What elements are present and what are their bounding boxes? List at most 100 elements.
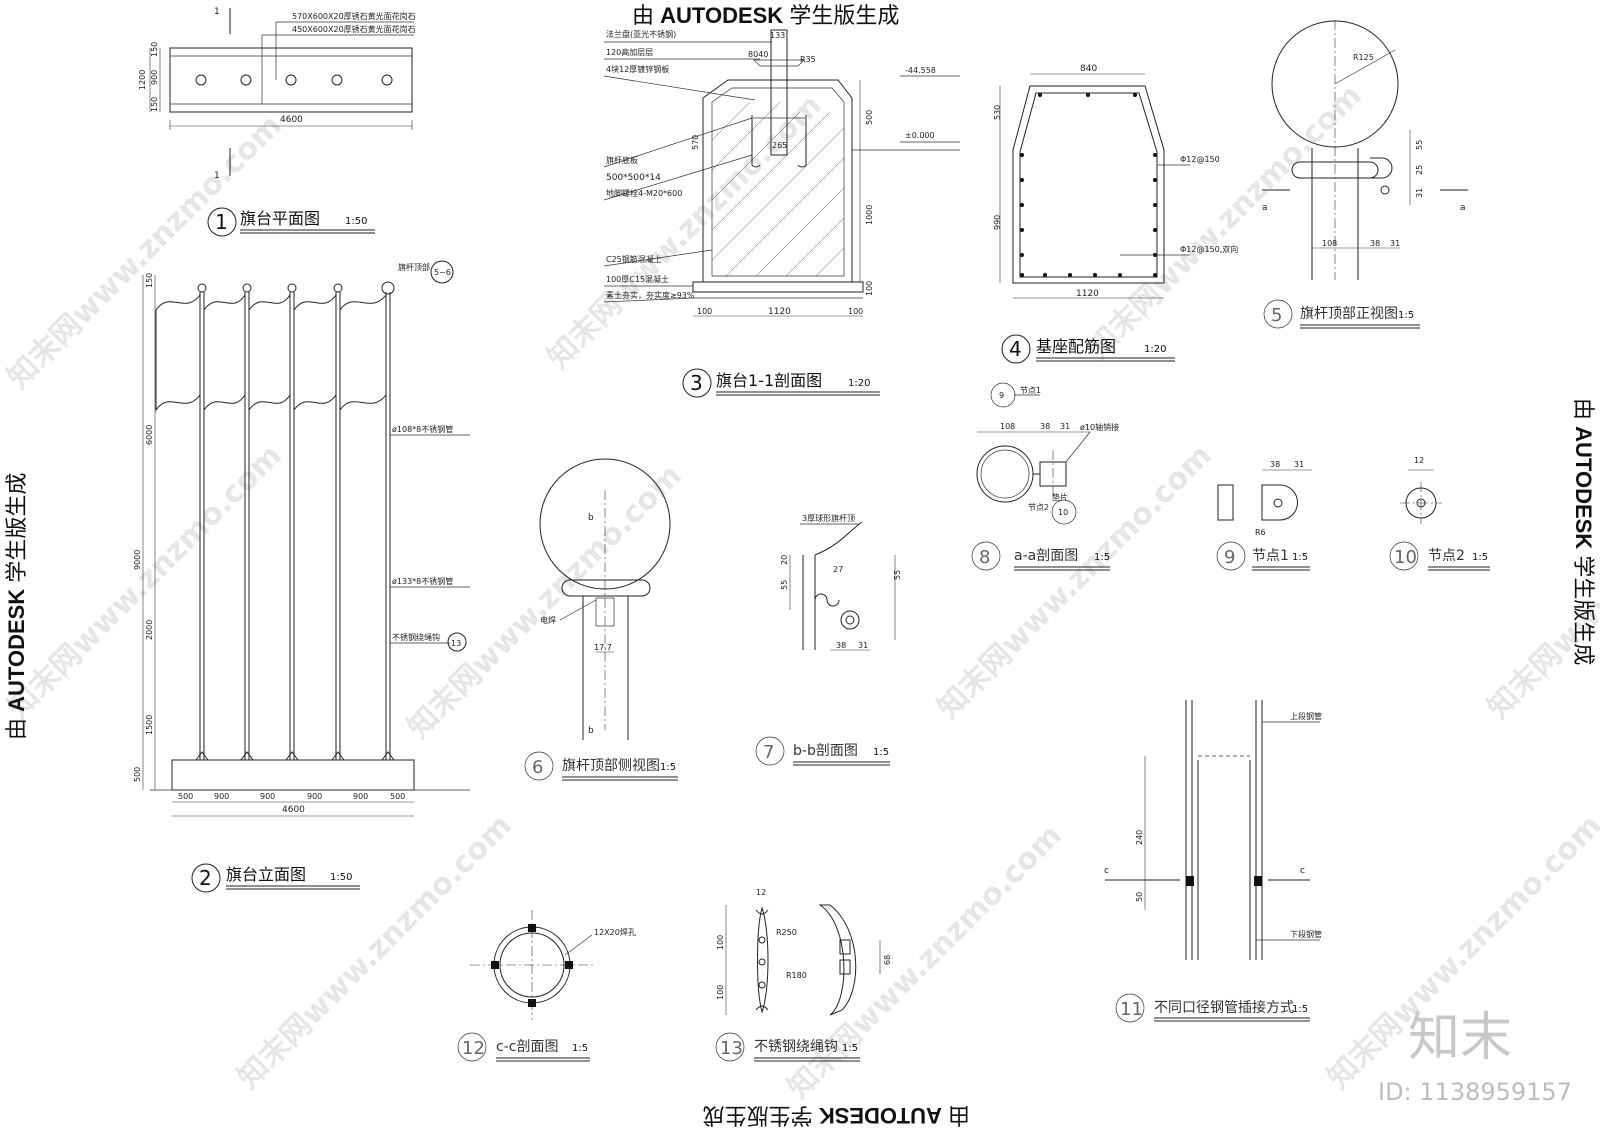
svg-text:900: 900	[353, 792, 368, 801]
autodesk-banner-top: 由 AUTODESK 学生版生成	[632, 3, 899, 28]
pole-hole	[331, 74, 343, 86]
svg-text:基座配筋图: 基座配筋图	[1036, 337, 1116, 356]
svg-text:265: 265	[772, 141, 787, 150]
svg-text:1120: 1120	[768, 307, 791, 317]
svg-text:节点2: 节点2	[1428, 548, 1465, 564]
node-2: 12	[1400, 456, 1442, 524]
svg-text:旗杆顶部侧视图: 旗杆顶部侧视图	[562, 758, 660, 774]
pipe-label-upper: ø108*8不锈钢管	[392, 424, 453, 434]
svg-text:31: 31	[1060, 422, 1070, 431]
svg-text:Φ12@150,双向: Φ12@150,双向	[1180, 244, 1238, 254]
svg-text:b-b剖面图: b-b剖面图	[793, 743, 858, 759]
svg-text:1:5: 1:5	[572, 1043, 588, 1054]
svg-text:840: 840	[1080, 64, 1097, 74]
svg-text:节点1: 节点1	[1020, 386, 1041, 395]
svg-text:13: 13	[720, 1038, 743, 1059]
svg-text:由 AUTODESK 学生版生成: 由 AUTODESK 学生版生成	[703, 1103, 970, 1128]
svg-text:900: 900	[307, 792, 322, 801]
svg-text:1: 1	[215, 210, 228, 234]
svg-text:530: 530	[993, 105, 1002, 120]
svg-text:11: 11	[1120, 999, 1143, 1020]
svg-text:5: 5	[1271, 305, 1282, 326]
flag-pole-base	[770, 29, 788, 156]
svg-text:10: 10	[1394, 547, 1417, 568]
title-2: 2 旗台立面图 1:50	[191, 863, 360, 893]
svg-text:1:50: 1:50	[330, 872, 352, 883]
svg-text:ø10轴销接: ø10轴销接	[1080, 422, 1119, 432]
svg-text:R6: R6	[1255, 528, 1266, 537]
svg-text:55: 55	[893, 570, 902, 580]
flag-set	[155, 293, 387, 412]
svg-text:C25钢筋混凝土: C25钢筋混凝土	[606, 254, 662, 264]
svg-text:500: 500	[133, 767, 142, 782]
ball-side-view: b b 电焊 17.7	[539, 458, 671, 740]
autodesk-banner-left: 由 AUTODESK 学生版生成	[4, 473, 29, 740]
elevation-view: ø108*8不锈钢管 ø133*8不锈钢管 不锈钢绕绳钩 13 旗杆顶部 5~6…	[133, 260, 470, 817]
pipe-joint: c c 上段钢管 下段钢管 240 50	[1104, 700, 1322, 960]
svg-text:38: 38	[1270, 460, 1280, 469]
svg-text:1:5: 1:5	[1398, 310, 1414, 321]
node-1: 38 31 R6	[1217, 460, 1312, 537]
plan-view: 1 1 570X600X20厚锈石黄光面花岗石 450X600X20厚锈石黄光面…	[138, 7, 416, 181]
svg-text:150: 150	[150, 42, 159, 57]
plan-note-2: 450X600X20厚锈石黄光面花岗石	[292, 24, 416, 34]
svg-text:12: 12	[462, 1038, 485, 1059]
svg-text:R35: R35	[800, 55, 816, 64]
svg-text:7: 7	[763, 742, 774, 763]
svg-text:100厚C15混凝土: 100厚C15混凝土	[606, 274, 669, 284]
hatch-pattern	[711, 101, 845, 277]
svg-text:12: 12	[1414, 456, 1424, 465]
pole-hole	[381, 74, 393, 86]
svg-text:31: 31	[858, 641, 868, 650]
svg-text:垫片: 垫片	[1052, 492, 1068, 502]
svg-text:节点1: 节点1	[1252, 548, 1289, 564]
svg-text:100: 100	[716, 935, 725, 950]
svg-text:1:5: 1:5	[1292, 552, 1308, 563]
watermark-text: 知末网www.znzmo.com	[1081, 78, 1369, 366]
title-11: 11 不同口径钢管插接方式 1:5	[1115, 993, 1310, 1023]
cc-section: 12X20焊孔	[470, 910, 636, 1020]
watermark-text: 知末网www.znzmo.com	[401, 458, 689, 746]
svg-text:9: 9	[1224, 547, 1235, 568]
svg-text:2: 2	[199, 866, 212, 890]
rope-hook: 100 100 12 68 R250 R180	[716, 888, 892, 1016]
svg-text:38: 38	[1370, 239, 1380, 248]
svg-text:4: 4	[1009, 337, 1022, 361]
svg-text:4600: 4600	[282, 805, 305, 815]
svg-text:上段钢管: 上段钢管	[1290, 711, 1322, 721]
svg-text:R250: R250	[776, 928, 797, 937]
image-id: ID: 1138959157	[1378, 1078, 1572, 1106]
svg-text:b: b	[588, 513, 594, 523]
svg-text:1: 1	[214, 7, 220, 17]
title-7: 7 b-b剖面图 1:5	[755, 736, 890, 766]
svg-text:c: c	[1104, 866, 1109, 876]
pipe-label-lower: ø133*8不锈钢管	[392, 576, 453, 586]
svg-text:20: 20	[780, 555, 789, 565]
svg-text:17.7: 17.7	[594, 643, 612, 652]
svg-text:R180: R180	[786, 971, 807, 980]
svg-text:1:20: 1:20	[1144, 344, 1166, 355]
title-4: 4 基座配筋图 1:20	[1001, 334, 1175, 364]
section-1-1: 500 1000 100 -44.558 ±0.000 100 1120 100…	[603, 29, 960, 317]
title-12: 12 c-c剖面图 1:5	[457, 1032, 590, 1062]
pole-hole	[195, 74, 207, 86]
watermark-text: 知末网www.znzmo.com	[781, 818, 1069, 1106]
c15-layer	[692, 281, 864, 293]
svg-text:旗台立面图: 旗台立面图	[226, 865, 306, 884]
svg-text:100: 100	[716, 985, 725, 1000]
svg-text:500: 500	[865, 110, 874, 125]
svg-text:133: 133	[770, 31, 785, 40]
svg-text:1200: 1200	[138, 70, 147, 90]
svg-text:3: 3	[690, 371, 703, 395]
svg-text:1:5: 1:5	[1472, 552, 1488, 563]
svg-text:108: 108	[1322, 239, 1337, 248]
svg-text:500: 500	[390, 792, 405, 801]
svg-text:9: 9	[999, 391, 1004, 400]
flag-base	[171, 759, 415, 791]
autodesk-banner-bottom: 由 AUTODESK 学生版生成	[703, 1103, 970, 1128]
svg-text:150: 150	[150, 97, 159, 112]
svg-text:1120: 1120	[1076, 289, 1099, 299]
svg-text:570: 570	[691, 135, 700, 150]
title-3: 3 旗台1-1剖面图 1:20	[682, 368, 880, 398]
